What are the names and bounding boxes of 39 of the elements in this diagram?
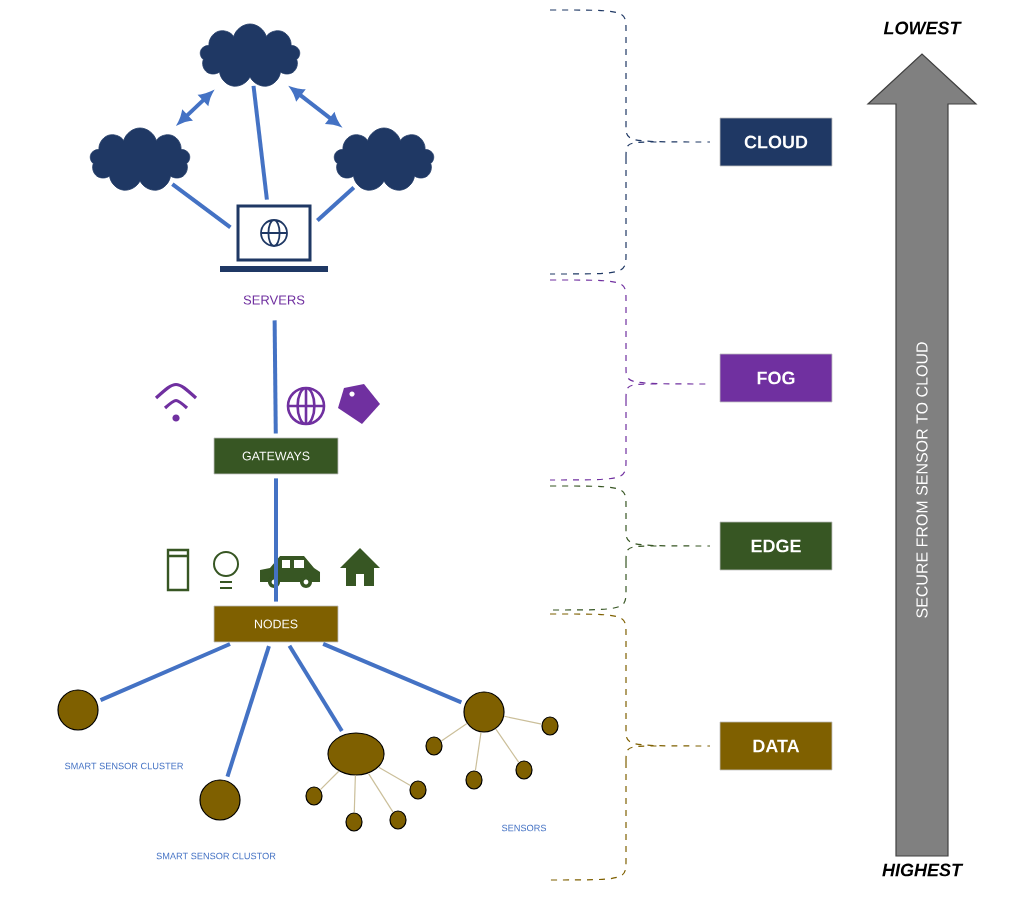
sensor-circle [541,716,559,736]
layer-box: DATA [719,721,833,771]
connector [290,87,340,127]
connector [99,642,231,702]
connector [316,185,356,223]
layer-box: CLOUD [719,117,833,167]
arrow-label: SECURE FROM SENSOR TO CLOUD [916,342,928,618]
connector [274,478,278,602]
cloud-icon [199,23,301,87]
scale-label: HIGHEST [882,863,964,877]
sensor-circle [345,812,363,832]
sensor-circle [409,780,427,800]
sensor-circle [515,760,533,780]
sensor-circle [389,810,407,830]
cloud-icon [89,127,191,191]
connector [251,85,269,200]
connector [367,772,394,813]
connector [272,320,278,434]
connector [319,770,340,791]
connector [225,645,271,778]
sensor-circle [465,770,483,790]
cloud-icon [333,127,435,191]
sensor-circle [425,736,443,756]
layer-box: FOG [719,353,833,403]
connector [171,182,232,230]
layer-box: EDGE [719,521,833,571]
connector [378,766,411,787]
scale-label: LOWEST [883,21,962,35]
sensor-circle [327,732,385,776]
connector [503,715,543,725]
connector [178,91,213,125]
connector [474,731,482,772]
connector [495,728,520,763]
sensor-circle [305,786,323,806]
connector [322,642,463,705]
connector [287,644,344,733]
sensor-circle [463,691,505,733]
connector [353,775,356,813]
connector [440,722,468,742]
